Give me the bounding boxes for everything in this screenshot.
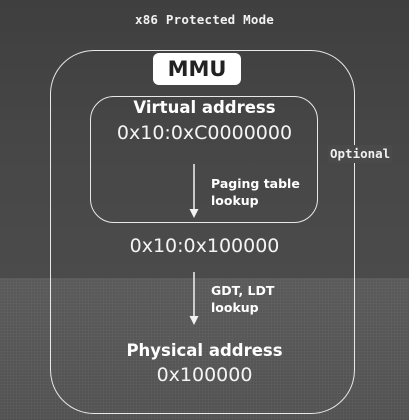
virtual-address-heading: Virtual address [133,98,276,117]
diagram-title: x86 Protected Mode [134,12,275,27]
segment-step-line1: GDT, LDT [211,283,275,298]
segment-step-line2: lookup [211,300,259,315]
paging-lookup-arrow [189,164,199,218]
optional-label: Optional [328,145,393,163]
linear-address-value: 0x10:0x100000 [129,235,280,257]
virtual-address-value: 0x10:0xC0000000 [116,122,293,144]
mmu-boundary [50,50,355,414]
physical-address-value: 0x100000 [156,364,253,386]
paging-step-label: Paging table lookup [211,175,300,209]
paging-step-line2: lookup [211,193,259,208]
segment-lookup-arrow [189,272,199,325]
background-top [0,0,409,278]
mmu-label: MMU [153,53,241,85]
physical-address-heading: Physical address [126,341,283,360]
segment-step-label: GDT, LDT lookup [211,282,274,316]
paging-optional-box [90,96,318,223]
paging-step-line1: Paging table [211,176,300,191]
